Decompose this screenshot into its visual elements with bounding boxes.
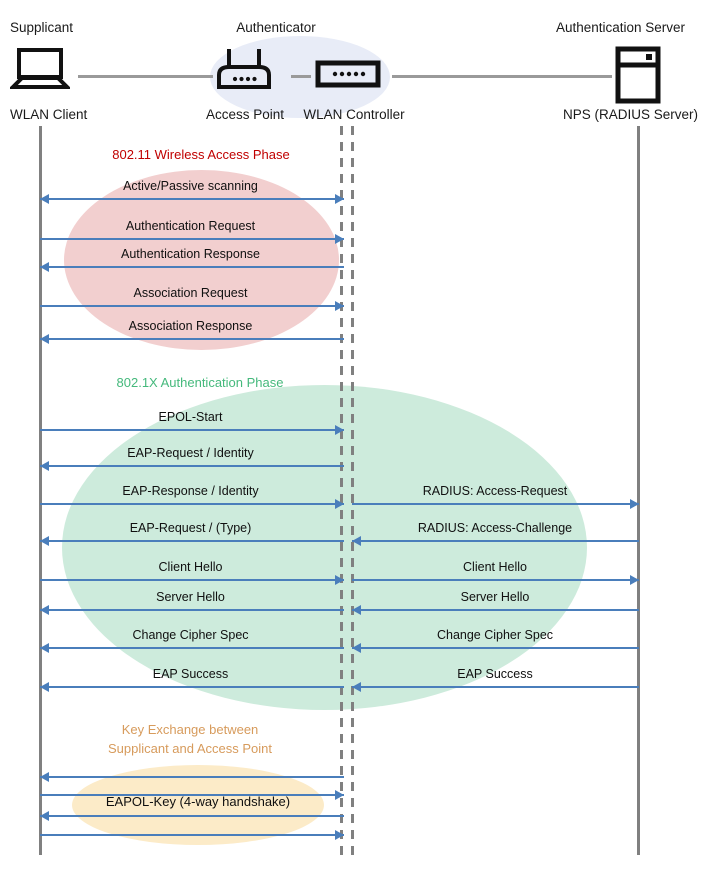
- message-right-2-line: [352, 579, 639, 581]
- actor-device-nps: NPS (RADIUS Server): [562, 107, 699, 122]
- message-left-6-label: EAP-Request / Identity: [127, 446, 254, 460]
- phase-ellipse-wireless-access: [64, 170, 339, 350]
- message-right-2-label: Client Hello: [463, 560, 527, 574]
- message-left-4-line: [40, 338, 344, 340]
- message-left-2-head-left: [40, 262, 49, 272]
- message-left-3-line: [40, 305, 344, 307]
- message-left-14-line: [40, 794, 344, 796]
- actor-role-authenticator: Authenticator: [236, 20, 316, 35]
- message-left-13-head-left: [40, 772, 49, 782]
- message-right-4-line: [352, 647, 639, 649]
- message-left-9-label: Client Hello: [158, 560, 223, 574]
- message-left-11-line: [40, 647, 344, 649]
- message-left-3-label: Association Request: [133, 286, 248, 300]
- message-left-5-label: EPOL-Start: [158, 410, 223, 424]
- message-left-8-head-left: [40, 536, 49, 546]
- actor-role-supplicant: Supplicant: [10, 20, 74, 35]
- phase-ellipse-key-exchange: [72, 765, 324, 845]
- message-left-6-head-left: [40, 461, 49, 471]
- message-left-3-head-right: [335, 301, 344, 311]
- phase-label-dot1x: 802.1X Authentication Phase: [116, 375, 284, 390]
- message-left-4-label: Association Response: [128, 319, 253, 333]
- message-right-5-label: EAP Success: [457, 667, 533, 681]
- message-right-1-head-left: [352, 536, 361, 546]
- message-left-12-line: [40, 686, 344, 688]
- actor-device-wlan-controller: WLAN Controller: [303, 107, 405, 122]
- message-left-4-head-left: [40, 334, 49, 344]
- message-left-15-line: [40, 815, 344, 817]
- message-left-14-head-right: [335, 790, 344, 800]
- phase-label-key-exchange-line1: Key Exchange between: [121, 722, 259, 737]
- actor-device-wlan-client: WLAN Client: [10, 107, 88, 122]
- message-right-5-line: [352, 686, 639, 688]
- message-right-4-head-left: [352, 643, 361, 653]
- message-left-7-label: EAP-Response / Identity: [122, 484, 259, 498]
- message-left-9-line: [40, 579, 344, 581]
- wire-controller-to-server: [392, 75, 612, 78]
- eapol-key-handshake-label: EAPOL-Key (4-way handshake): [105, 794, 291, 809]
- message-left-1-label: Authentication Request: [125, 219, 256, 233]
- message-right-0-line: [352, 503, 639, 505]
- message-left-1-head-right: [335, 234, 344, 244]
- message-left-2-line: [40, 266, 344, 268]
- lifeline-supplicant: [39, 126, 42, 855]
- access-point-icon: [213, 45, 275, 98]
- message-left-12-label: EAP Success: [152, 667, 229, 681]
- message-left-16-head-right: [335, 830, 344, 840]
- message-left-13-line: [40, 776, 344, 778]
- actor-device-access-point: Access Point: [205, 107, 285, 122]
- lifeline-auth-server: [637, 126, 640, 855]
- message-right-0-label: RADIUS: Access-Request: [422, 484, 568, 498]
- message-left-12-head-left: [40, 682, 49, 692]
- wire-ap-to-controller: [291, 75, 311, 78]
- actor-role-auth-server: Authentication Server: [555, 20, 686, 35]
- message-right-2-head-right: [630, 575, 639, 585]
- message-left-9-head-right: [335, 575, 344, 585]
- message-right-3-label: Server Hello: [460, 590, 530, 604]
- lifeline-wlan-controller: [351, 126, 354, 855]
- message-left-0-head-right: [335, 194, 344, 204]
- server-icon: [615, 46, 661, 109]
- message-left-11-label: Change Cipher Spec: [132, 628, 249, 642]
- message-left-8-line: [40, 540, 344, 542]
- message-right-3-head-left: [352, 605, 361, 615]
- message-left-2-label: Authentication Response: [121, 247, 260, 261]
- message-left-16-line: [40, 834, 344, 836]
- message-left-6-line: [40, 465, 344, 467]
- message-left-10-label: Server Hello: [156, 590, 225, 604]
- wlan-controller-icon: [315, 60, 381, 93]
- lifeline-access-point: [340, 126, 343, 855]
- phase-ellipse-dot1x: [62, 385, 587, 710]
- message-left-0-head-left: [40, 194, 49, 204]
- laptop-icon: [8, 47, 72, 97]
- message-left-11-head-left: [40, 643, 49, 653]
- message-right-3-line: [352, 609, 639, 611]
- message-left-10-head-left: [40, 605, 49, 615]
- message-left-15-head-left: [40, 811, 49, 821]
- message-right-4-label: Change Cipher Spec: [436, 628, 554, 642]
- wire-client-to-ap: [78, 75, 213, 78]
- message-left-8-label: EAP-Request / (Type): [129, 521, 252, 535]
- message-left-0-line: [40, 198, 344, 200]
- message-right-1-line: [352, 540, 639, 542]
- message-left-5-line: [40, 429, 344, 431]
- message-right-0-head-right: [630, 499, 639, 509]
- phase-label-wireless-access: 802.11 Wireless Access Phase: [112, 147, 290, 162]
- phase-label-key-exchange-line2: Supplicant and Access Point: [107, 741, 273, 756]
- message-left-1-line: [40, 238, 344, 240]
- message-right-5-head-left: [352, 682, 361, 692]
- message-left-7-line: [40, 503, 344, 505]
- message-left-5-head-right: [335, 425, 344, 435]
- message-right-1-label: RADIUS: Access-Challenge: [417, 521, 573, 535]
- message-left-10-line: [40, 609, 344, 611]
- message-left-0-label: Active/Passive scanning: [123, 179, 258, 193]
- message-left-7-head-right: [335, 499, 344, 509]
